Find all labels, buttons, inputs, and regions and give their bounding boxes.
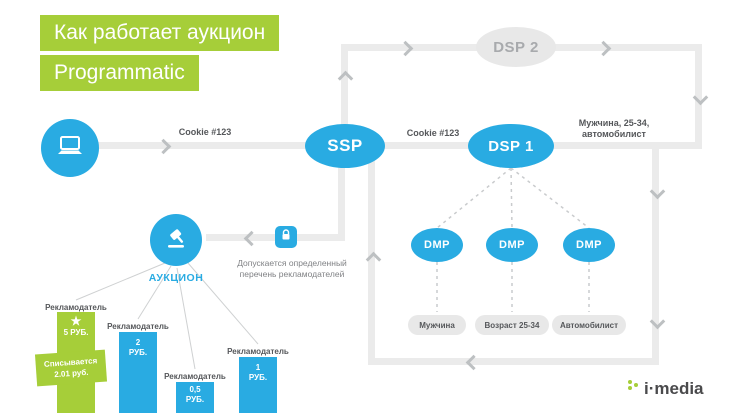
- cookie-label-left: Cookie #123: [178, 127, 232, 137]
- audience-line2: автомобилист: [582, 129, 646, 139]
- ssp-node: SSP: [305, 124, 385, 168]
- charged-amount-callout: Списывается 2.01 руб.: [34, 349, 108, 387]
- connector-ssp-down-vertical: [338, 146, 345, 241]
- slide-title-line2: Programmatic: [40, 55, 199, 91]
- dmp-node-2: DMP: [486, 228, 538, 262]
- bid-value-3: 0,5 РУБ.: [185, 385, 205, 404]
- dmp-node-3: DMP: [563, 228, 615, 262]
- connector-loop-right-vertical: [652, 145, 659, 365]
- winner-star-icon: ★: [70, 314, 82, 328]
- segment-pill-driver: Автомобилист: [552, 315, 626, 335]
- lock-note-line2: перечень рекламодателей: [239, 269, 345, 279]
- auction-label: АУКЦИОН: [148, 272, 204, 284]
- lock-icon: [280, 228, 292, 246]
- user-browser-node: [41, 119, 99, 177]
- connector-bottom-horizontal: [368, 358, 659, 365]
- advertiser-label-2: Рекламодатель: [107, 322, 169, 331]
- connector-loop-left-vertical: [368, 146, 375, 365]
- imedia-logo: i·media: [626, 378, 704, 399]
- segment-pill-male: Мужчина: [408, 315, 466, 335]
- connector-ssp-up-vertical: [341, 44, 348, 149]
- dsp2-node: DSP 2: [476, 27, 556, 67]
- slide-title-line1: Как работает аукцион: [40, 15, 280, 51]
- audience-label: Мужчина, 25-34, автомобилист: [566, 118, 662, 140]
- dmp-node-1: DMP: [411, 228, 463, 262]
- bid-bar-2: 2 РУБ.: [119, 332, 157, 413]
- lock-note-line1: Допускается определенный: [237, 258, 347, 268]
- segment-pill-age: Возраст 25-34: [475, 315, 549, 335]
- bid-value-1: 5 РУБ.: [63, 328, 89, 337]
- gavel-icon: [163, 225, 189, 256]
- connector-middle-horizontal: [98, 142, 702, 149]
- imedia-logo-mark-icon: [626, 378, 640, 399]
- audience-line1: Мужчина, 25-34,: [578, 118, 650, 128]
- advertiser-label-1: Рекламодатель: [45, 303, 107, 312]
- laptop-icon: [55, 133, 85, 164]
- bid-bar-3: 0,5 РУБ.: [176, 382, 214, 413]
- imedia-logo-text: i·media: [644, 378, 704, 398]
- connector-topright-vertical: [695, 44, 702, 149]
- advertiser-label-3: Рекламодатель: [164, 372, 226, 381]
- auction-node: [150, 214, 202, 266]
- dsp1-node: DSP 1: [468, 124, 554, 168]
- bid-value-4: 1 РУБ.: [248, 363, 268, 382]
- lock-note: Допускается определенный перечень реклам…: [232, 258, 352, 280]
- bid-value-2: 2 РУБ.: [128, 338, 148, 357]
- advertiser-label-4: Рекламодатель: [227, 347, 289, 356]
- bid-bar-4: 1 РУБ.: [239, 357, 277, 413]
- allowed-advertisers-lock: [275, 226, 297, 248]
- cookie-label-right: Cookie #123: [406, 128, 460, 138]
